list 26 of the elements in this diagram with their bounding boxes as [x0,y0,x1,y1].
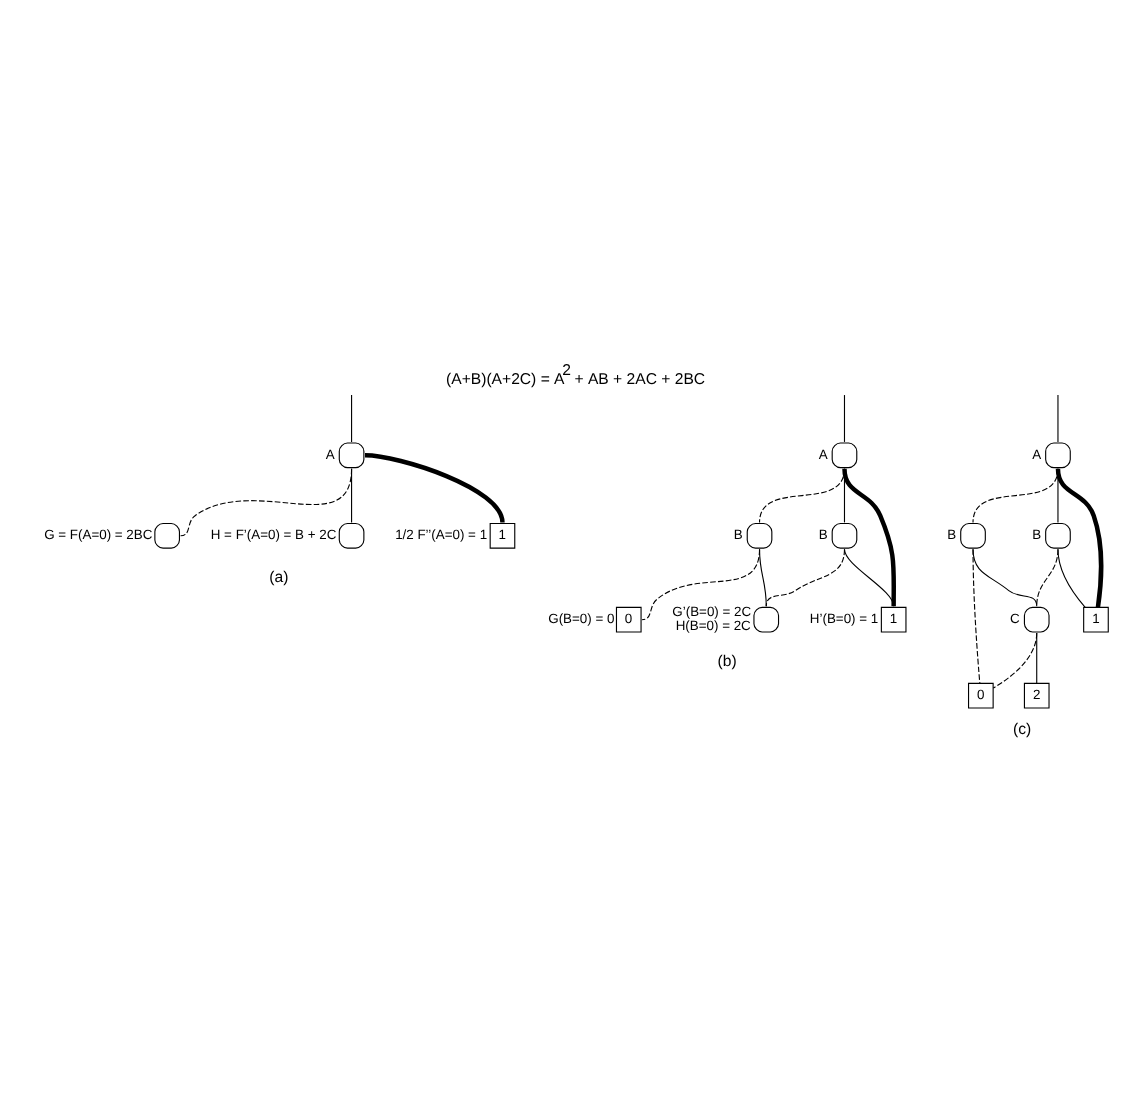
connector [364,453,505,523]
node-circle [960,522,986,549]
connector [992,632,1038,689]
node-circle [338,442,365,469]
node-circle [1045,522,1071,549]
connector [972,548,981,684]
connector [843,548,895,607]
node-circle [154,522,180,549]
connector [351,394,353,443]
node-circle [746,522,773,549]
connector [765,548,846,607]
connector [1036,548,1059,607]
node-circle [753,606,780,633]
connector [843,394,846,443]
connector [351,468,353,523]
connector [1036,632,1038,684]
connector [180,468,353,537]
connector [842,468,896,607]
node-circle [1023,606,1050,633]
node-circle [338,522,365,549]
node-circle [831,442,858,469]
connector [1055,468,1104,608]
node-circle [1045,442,1071,469]
node-circle [831,522,858,549]
connector [641,548,761,621]
connector [1057,548,1086,608]
